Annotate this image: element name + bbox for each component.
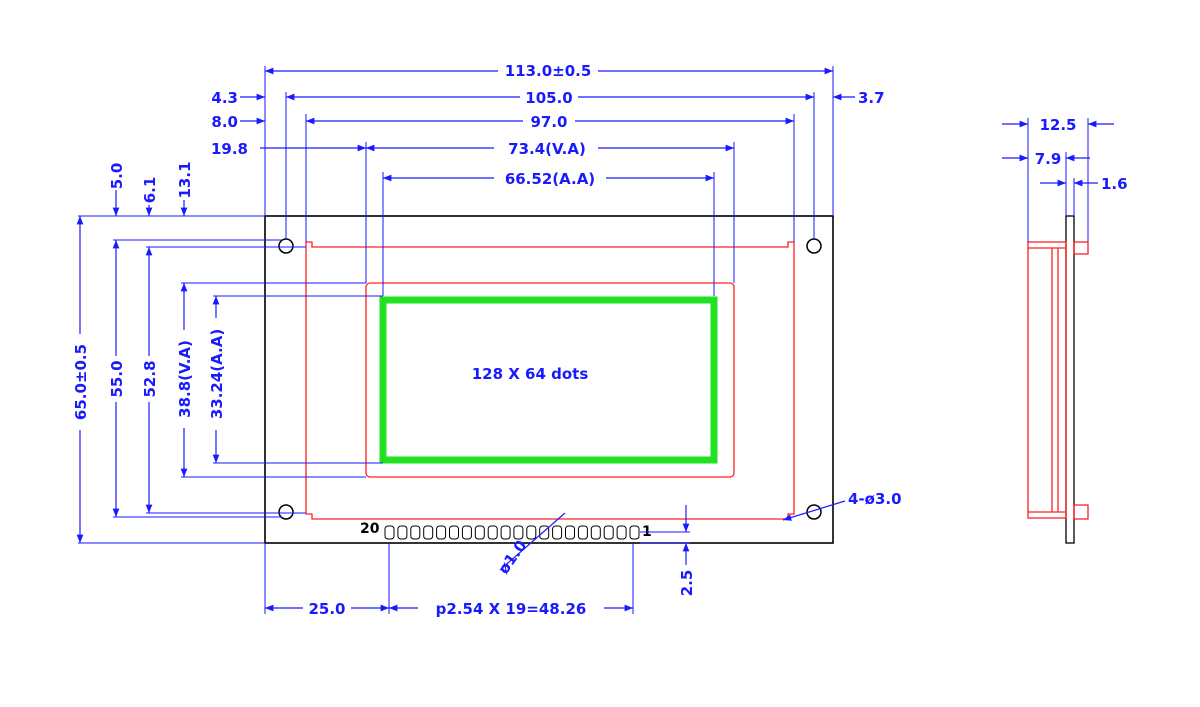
dim-pin-left-offset-label: 25.0 [308, 600, 345, 618]
side-pin-bottom [1073, 504, 1089, 520]
mounting-hole-bottom-left [278, 504, 294, 520]
mounting-hole-top-right [806, 238, 822, 254]
dim-bezel-width-label: 97.0 [530, 113, 567, 131]
viewing-area [365, 282, 735, 478]
dim-pin-diameter-leader [499, 512, 566, 571]
dim-top-6-1-label: 6.1 [141, 177, 159, 204]
connector-pin [423, 525, 434, 540]
connector-pin [526, 525, 537, 540]
dim-holes-label: 4-ø3.0 [848, 490, 902, 508]
connector-pin [474, 525, 485, 540]
pin-row [384, 525, 640, 540]
mounting-hole-bottom-right [806, 504, 822, 520]
connector-pin [565, 525, 575, 540]
pcb-outline [264, 215, 834, 544]
dim-aa-width-label: 66.52(A.A) [505, 170, 595, 188]
side-pin-top [1073, 241, 1089, 255]
dim-va-height-label: 38.8(V.A) [176, 340, 194, 418]
connector-pin [487, 525, 498, 540]
dim-overall-height-label: 65.0±0.5 [72, 344, 90, 420]
dim-pin-pitch-label: p2.54 X 19=48.26 [436, 600, 587, 618]
connector-pin [449, 525, 459, 540]
dim-hole-pitch-width-label: 105.0 [525, 89, 572, 107]
connector-pin [410, 525, 421, 540]
connector-pin [500, 525, 511, 540]
dim-aa-height-label: 33.24(A.A) [208, 329, 226, 419]
dim-top-5-0-label: 5.0 [108, 163, 126, 190]
connector-pin [436, 525, 447, 540]
active-area [379, 296, 718, 464]
dim-bezel-height-label: 52.8 [141, 360, 159, 397]
dim-left-8-0-label: 8.0 [211, 113, 238, 131]
side-module-body [1027, 241, 1067, 519]
dim-overall-width-label: 113.0±0.5 [505, 62, 592, 80]
connector-pin [577, 525, 588, 540]
dim-pin-offset-label: 2.5 [678, 570, 696, 597]
connector-pin [552, 525, 563, 540]
dim-right-3-7-label: 3.7 [858, 89, 885, 107]
pin-label-first: 20 [360, 521, 380, 537]
dim-left-4-3-label: 4.3 [211, 89, 238, 107]
dim-side-module-label: 7.9 [1035, 150, 1062, 168]
bezel-outline [305, 241, 795, 520]
connector-pin [590, 525, 601, 540]
dim-left-19-8-label: 19.8 [211, 140, 248, 158]
display-resolution-label: 128 X 64 dots [472, 365, 589, 383]
connector-pin [513, 525, 524, 540]
dim-va-width-label: 73.4(V.A) [508, 140, 586, 158]
dim-side-pcb-label: 1.6 [1101, 175, 1128, 193]
dim-holes-leader [782, 500, 846, 521]
connector-pin [603, 525, 614, 540]
side-pcb [1065, 215, 1075, 544]
dim-side-thickness-label: 12.5 [1039, 116, 1076, 134]
connector-pin [397, 525, 408, 540]
dim-top-13-1-label: 13.1 [176, 161, 194, 198]
dim-hole-pitch-height-label: 55.0 [108, 360, 126, 397]
connector-pin [616, 525, 627, 540]
mounting-hole-top-left [278, 238, 294, 254]
connector-pin [384, 525, 395, 540]
connector-pin [461, 525, 472, 540]
connector-pin [629, 525, 640, 540]
